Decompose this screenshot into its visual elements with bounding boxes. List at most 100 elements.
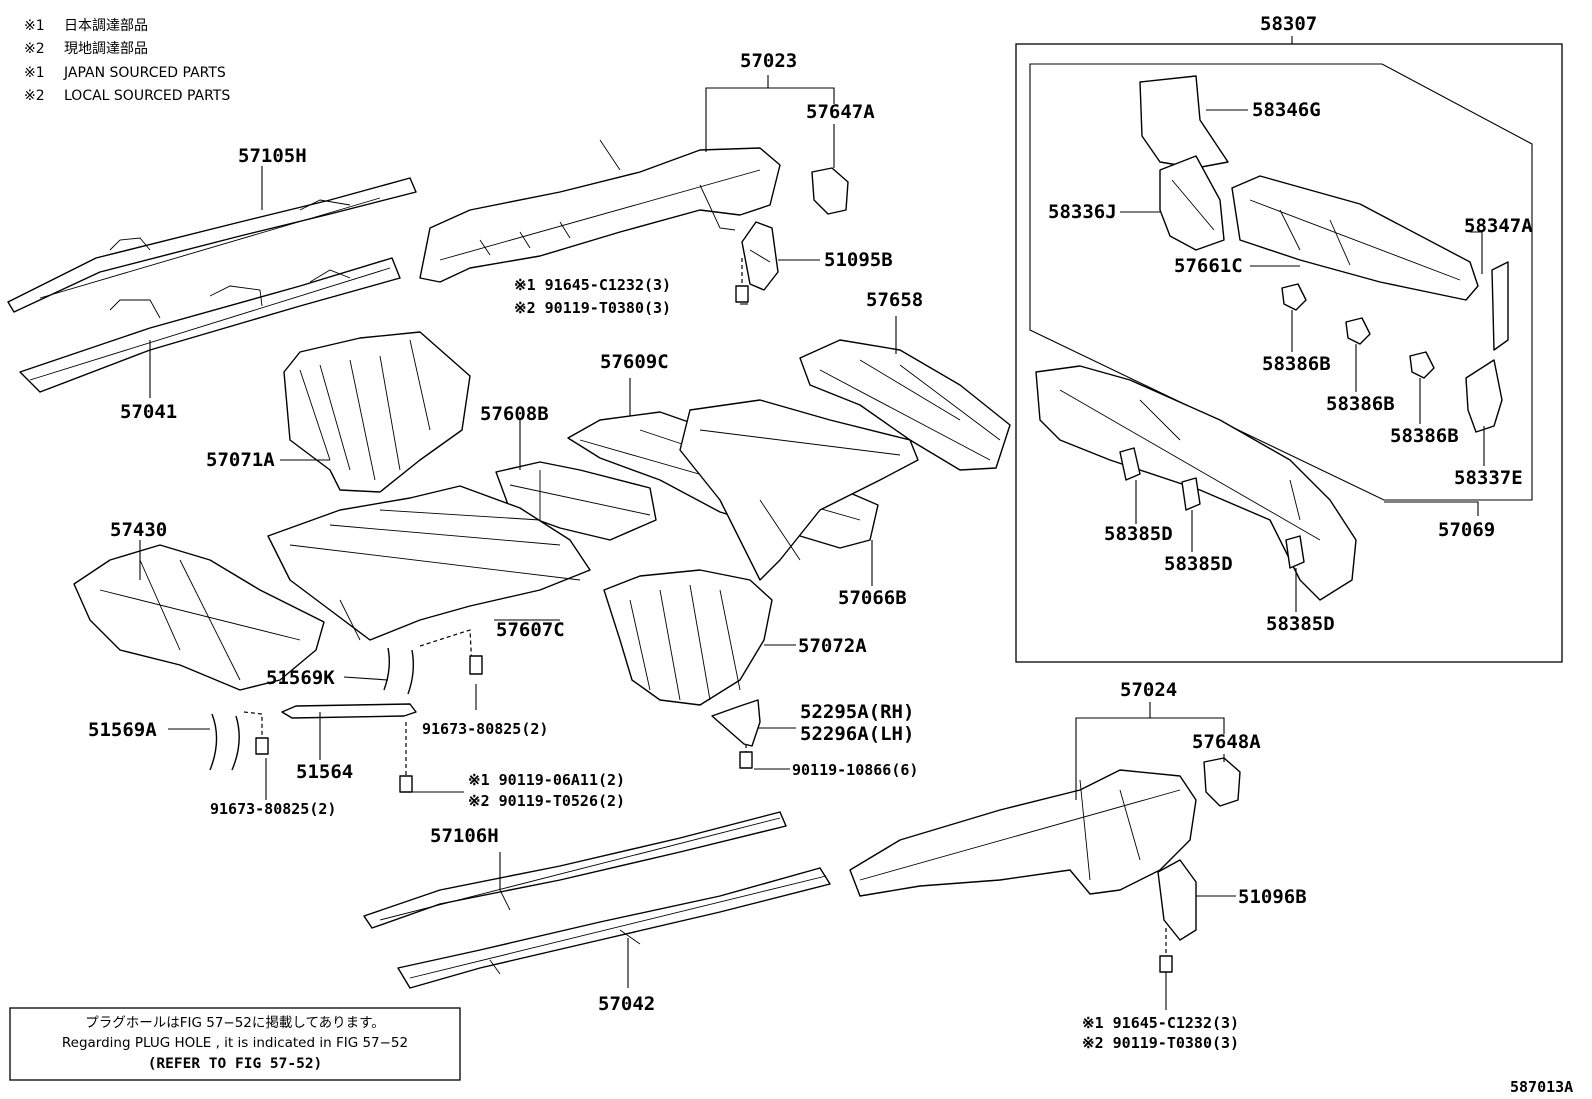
label-57658[interactable]: 57658: [866, 289, 923, 311]
label-57069[interactable]: 57069: [1438, 519, 1495, 541]
fastener-label-3[interactable]: 91673-80825(2): [210, 800, 336, 818]
label-57106h[interactable]: 57106H: [430, 825, 499, 847]
label-58385d-3[interactable]: 58385D: [1266, 613, 1335, 635]
figure-id: 587013A: [1510, 1078, 1573, 1096]
label-57066b[interactable]: 57066B: [838, 587, 907, 609]
part-57023[interactable]: [419, 139, 781, 283]
fastener-label-6b[interactable]: ※2 90119-T0380(3): [1082, 1034, 1239, 1052]
part-58385d-1[interactable]: [1119, 447, 1141, 481]
part-57042[interactable]: [397, 867, 831, 989]
label-57042[interactable]: 57042: [598, 993, 655, 1015]
label-57648a[interactable]: 57648A: [1192, 731, 1261, 753]
label-58347a[interactable]: 58347A: [1464, 215, 1533, 237]
part-57647a[interactable]: [811, 167, 849, 215]
label-58336j[interactable]: 58336J: [1048, 201, 1117, 223]
label-51569a[interactable]: 51569A: [88, 719, 157, 741]
part-58337e[interactable]: [1465, 359, 1503, 433]
part-57430[interactable]: [73, 544, 325, 691]
legend-mark-1: ※1: [24, 18, 45, 34]
legend-mark-4: ※2: [24, 88, 45, 104]
note-line-en: Regarding PLUG HOLE , it is indicated in…: [62, 1035, 408, 1051]
label-57071a[interactable]: 57071A: [206, 449, 275, 471]
label-57607c[interactable]: 57607C: [496, 619, 565, 641]
legend-text-1: 日本調達部品: [64, 18, 148, 34]
part-51569k[interactable]: [383, 629, 473, 695]
fastener-label-1b[interactable]: ※2 90119-T0380(3): [514, 299, 671, 317]
fastener-label-6a[interactable]: ※1 91645-C1232(3): [1082, 1014, 1239, 1032]
part-58386b-2[interactable]: [1345, 317, 1371, 345]
part-58336j[interactable]: [1159, 155, 1225, 251]
part-57066b[interactable]: [679, 399, 919, 581]
label-58386b-3[interactable]: 58386B: [1390, 425, 1459, 447]
note-box: [9, 1007, 461, 1081]
label-58346g[interactable]: 58346G: [1252, 99, 1321, 121]
label-57661c[interactable]: 57661C: [1174, 255, 1243, 277]
label-58385d-2[interactable]: 58385D: [1164, 553, 1233, 575]
legend: ※1 日本調達部品 ※2 現地調達部品 ※1 JAPAN SOURCED PAR…: [24, 18, 230, 104]
part-57024[interactable]: [849, 769, 1197, 897]
fastener-label-1a[interactable]: ※1 91645-C1232(3): [514, 276, 671, 294]
part-51095b[interactable]: [741, 221, 779, 291]
fastener-label-4[interactable]: 90119-10866(6): [792, 761, 918, 779]
label-52295a[interactable]: 52295A(RH): [800, 701, 914, 723]
part-57648a[interactable]: [1203, 757, 1241, 807]
legend-text-4: LOCAL SOURCED PARTS: [64, 88, 230, 104]
label-52296a[interactable]: 52296A(LH): [800, 723, 914, 745]
label-57647a[interactable]: 57647A: [806, 101, 875, 123]
part-57106h[interactable]: [363, 811, 787, 929]
bolt-icon: [1159, 928, 1173, 973]
bolt-icon: [735, 258, 749, 303]
label-57024[interactable]: 57024: [1120, 679, 1177, 701]
label-57430[interactable]: 57430: [110, 519, 167, 541]
legend-text-3: JAPAN SOURCED PARTS: [63, 65, 226, 81]
label-58307[interactable]: 58307: [1260, 13, 1317, 35]
part-58347a[interactable]: [1491, 261, 1509, 351]
label-57072a[interactable]: 57072A: [798, 635, 867, 657]
plug-hole-note: プラグホールはFIG 57−52に掲載してあります。 Regarding PLU…: [9, 1007, 461, 1081]
legend-mark-3: ※1: [24, 65, 45, 81]
part-57658[interactable]: [799, 339, 1011, 471]
part-58385d-3[interactable]: [1285, 535, 1305, 569]
fastener-label-5b[interactable]: ※2 90119-T0526(2): [468, 792, 625, 810]
part-51569a[interactable]: [209, 711, 263, 771]
bolt-icon: [469, 655, 483, 675]
bolts: [255, 258, 1173, 973]
leader-lines: [139, 36, 1485, 1010]
label-51096b[interactable]: 51096B: [1238, 886, 1307, 908]
subgroup-outline: [1029, 63, 1533, 501]
label-51569k[interactable]: 51569K: [266, 667, 335, 689]
part-57607c[interactable]: [267, 485, 591, 641]
label-58386b-1[interactable]: 58386B: [1262, 353, 1331, 375]
part-58386b-3[interactable]: [1409, 351, 1435, 379]
label-51095b[interactable]: 51095B: [824, 249, 893, 271]
legend-mark-2: ※2: [24, 41, 45, 57]
note-reference-link[interactable]: (REFER TO FIG 57-52): [148, 1056, 323, 1072]
part-57072a[interactable]: [603, 569, 773, 706]
label-58337e[interactable]: 58337E: [1454, 467, 1523, 489]
part-58386b-1[interactable]: [1281, 283, 1307, 311]
part-57105h[interactable]: [7, 177, 417, 313]
fastener-label-5a[interactable]: ※1 90119-06A11(2): [468, 771, 625, 789]
part-51564[interactable]: [281, 703, 417, 719]
bolt-icon: [399, 722, 413, 793]
part-57071a[interactable]: [283, 331, 471, 493]
fastener-label-2[interactable]: 91673-80825(2): [422, 720, 548, 738]
label-57609c[interactable]: 57609C: [600, 351, 669, 373]
part-51096b[interactable]: [1157, 859, 1197, 941]
label-58386b-2[interactable]: 58386B: [1326, 393, 1395, 415]
label-57105h[interactable]: 57105H: [238, 145, 307, 167]
part-57661c[interactable]: [1231, 175, 1479, 301]
label-58385d-1[interactable]: 58385D: [1104, 523, 1173, 545]
note-line-jp: プラグホールはFIG 57−52に掲載してあります。: [85, 1015, 385, 1031]
part-57041[interactable]: [19, 257, 401, 393]
part-58346g[interactable]: [1139, 75, 1229, 169]
group-box-58307: [1015, 43, 1563, 663]
part-58385d-2[interactable]: [1181, 477, 1201, 511]
part-52295a[interactable]: [711, 699, 761, 747]
label-57608b[interactable]: 57608B: [480, 403, 549, 425]
label-57041[interactable]: 57041: [120, 401, 177, 423]
label-57023[interactable]: 57023: [740, 50, 797, 72]
label-51564[interactable]: 51564: [296, 761, 353, 783]
part-labels: 57023 57647A 57105H 51095B ※1 91645-C123…: [88, 13, 1533, 1052]
